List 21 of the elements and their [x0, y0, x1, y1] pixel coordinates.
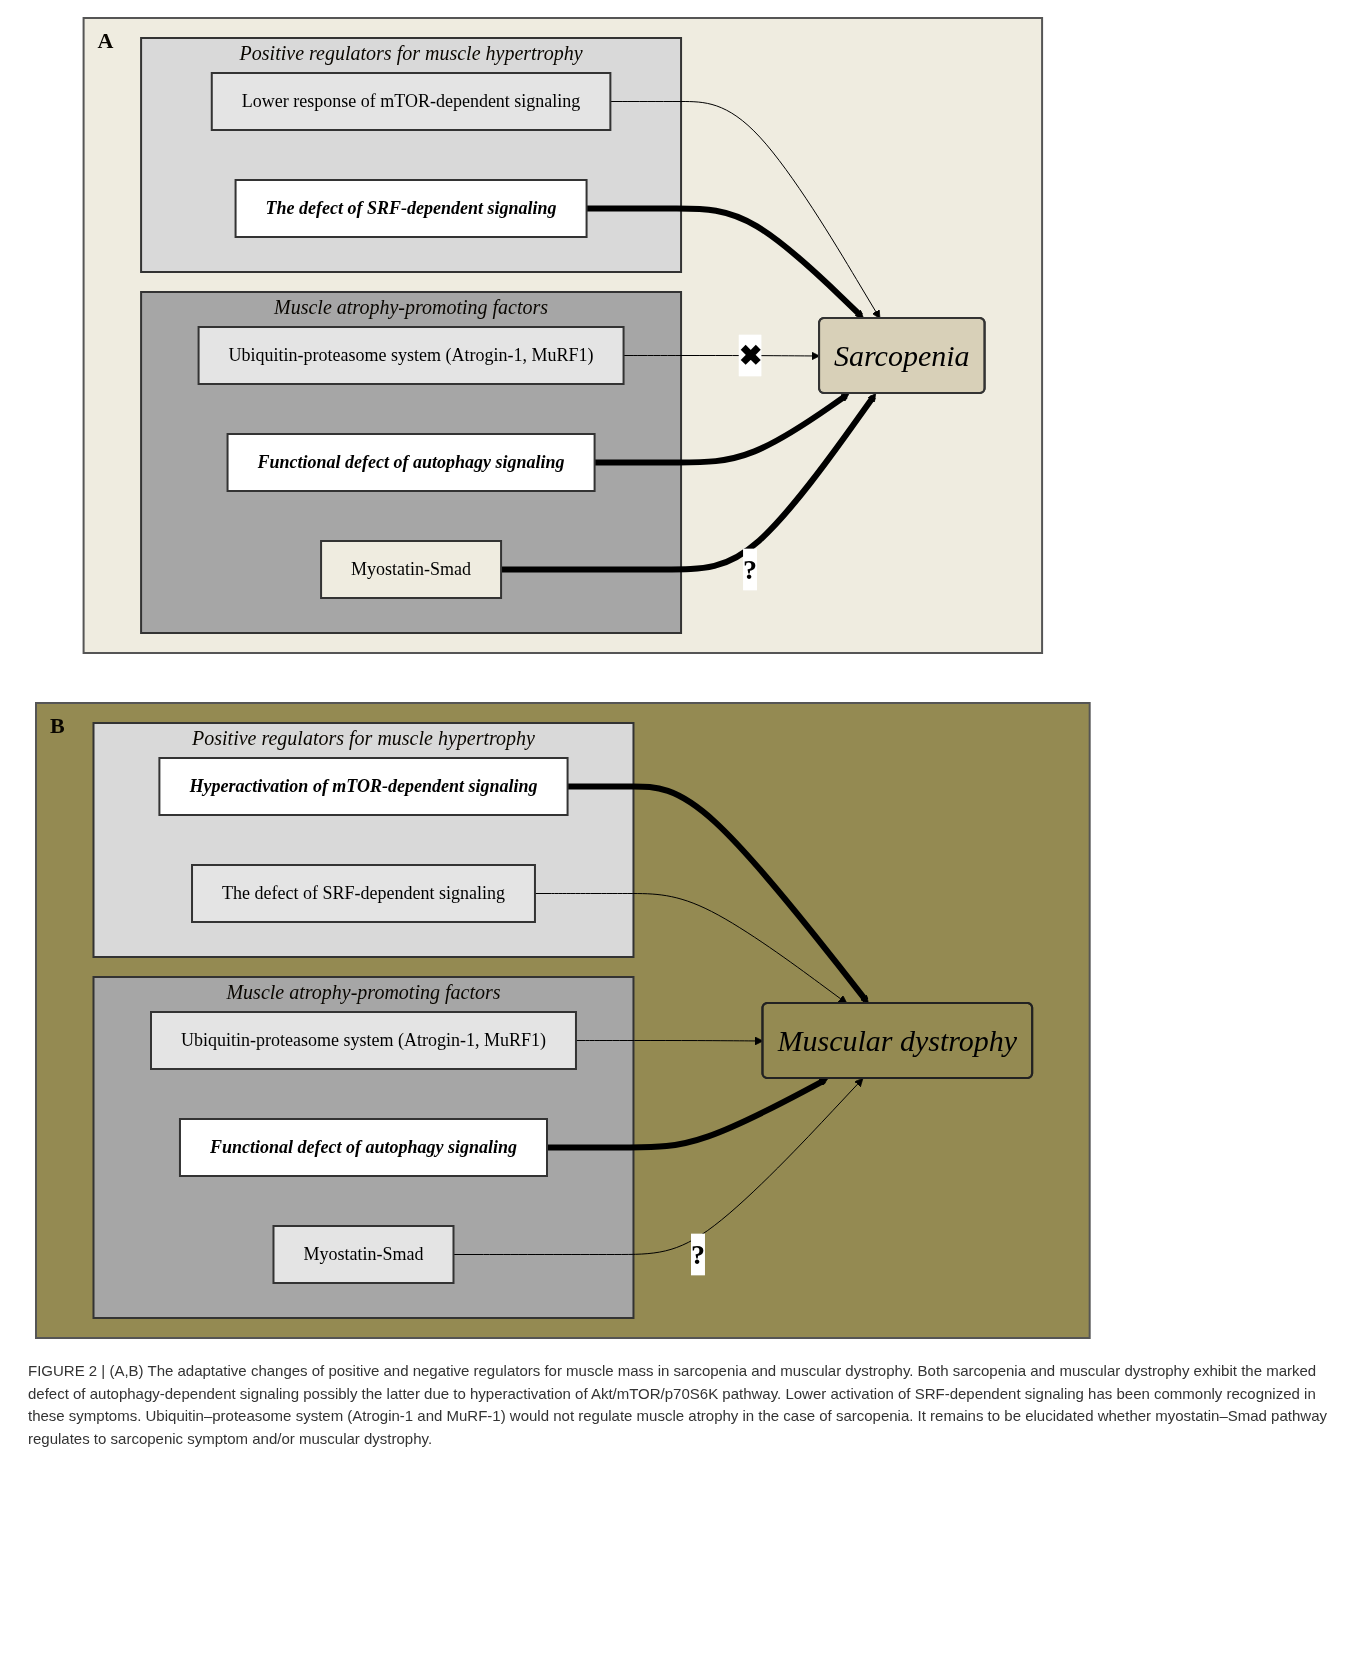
node-box: Hyperactivation of mTOR-dependent signaling — [158, 757, 569, 816]
node-box: Myostatin-Smad — [272, 1225, 455, 1284]
figure-caption: FIGURE 2 | (A,B) The adaptative changes of positive and negative regulators for muscle mass in sarcopenia and muscular dystrophy. Both sarcopenia and muscular dystrophy exhibit the marked defect of autophagy-dependent signaling possibly the latter due to hyperactivation of Akt/mTOR/p70S6K pathway. Lower activation of SRF-dependent signaling has been commonly recognized in these symptoms. Ubiquitin–proteasome system (Atrogin-1 and MuRF-1) would not regulate muscle atrophy in the case of sarcopenia. It remains to be elucidated whether myostatin–Smad pathway regulates to sarcopenic symptom and/or muscular dystrophy. — [28, 1361, 1328, 1449]
arrow — [547, 1077, 829, 1151]
edge-label: ✖ — [738, 339, 762, 371]
node-box: The defect of SRF-dependent signaling — [234, 179, 588, 238]
node-box: Functional defect of autophagy signaling — [226, 433, 596, 492]
arrow — [567, 783, 869, 1004]
arrow — [586, 205, 864, 319]
node-box: Ubiquitin-proteasome system (Atrogin-1, MuRF1) — [197, 326, 625, 385]
arrow — [501, 393, 877, 573]
edge-label: ? — [743, 553, 758, 585]
node-box: The defect of SRF-dependent signaling — [191, 864, 536, 923]
node-box: Ubiquitin-proteasome system (Atrogin-1, MuRF1) — [150, 1011, 577, 1070]
arrow — [453, 1078, 864, 1255]
arrow — [594, 393, 850, 466]
arrow — [534, 893, 848, 1004]
node-box: Myostatin-Smad — [320, 540, 503, 599]
edge-label: ? — [690, 1238, 705, 1270]
node-box: Functional defect of autophagy signaling — [178, 1118, 548, 1177]
node-box: Lower response of mTOR-dependent signaling — [210, 72, 612, 131]
